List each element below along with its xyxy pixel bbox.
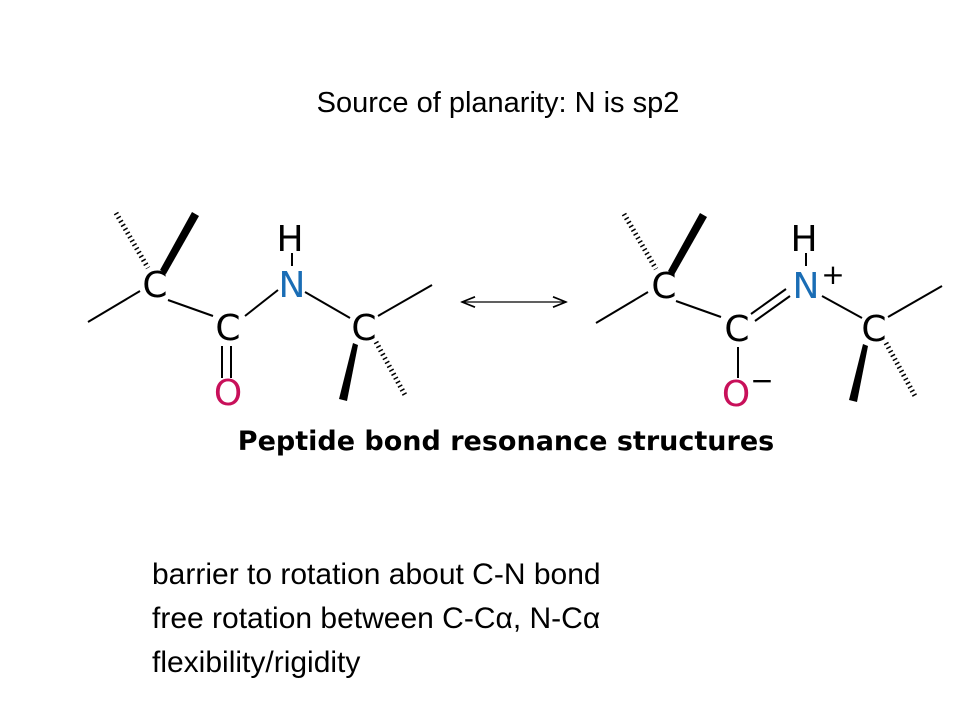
slide-title: Source of planarity: N is sp2 [316, 87, 680, 119]
hashed-wedge-bond [373, 340, 408, 397]
nitrogen-atom: N [279, 265, 306, 306]
bond [87, 290, 141, 323]
note-line: flexibility/rigidity [152, 646, 361, 679]
bond [595, 291, 649, 324]
note-line: free rotation between C-Cα, N-Cα [152, 602, 601, 635]
hydrogen-atom: H [276, 219, 303, 260]
double-bond [754, 295, 791, 322]
alpha-carbon-atom: C [651, 266, 676, 307]
alpha-carbon-atom: C [351, 308, 376, 349]
bond [244, 289, 279, 317]
bold-wedge-bond [160, 212, 199, 274]
positive-charge: + [821, 258, 844, 291]
hashed-wedge-bond [113, 211, 151, 270]
right-resonance-structure: H N + C C C O − [595, 212, 943, 415]
bold-wedge-bond [668, 213, 707, 275]
bold-wedge-bond [339, 343, 358, 401]
nitrogen-atom: N [793, 266, 820, 307]
carbonyl-carbon-atom: C [215, 308, 240, 349]
negative-charge: − [750, 364, 773, 397]
figure-caption: Peptide bond resonance structures [238, 426, 774, 457]
note-line: barrier to rotation about C-N bond [152, 558, 601, 591]
left-resonance-structure: H N C C C O [87, 211, 433, 414]
bond [675, 300, 722, 318]
hashed-wedge-bond [883, 341, 918, 398]
notes-list: barrier to rotation about C-N bond free … [152, 553, 601, 685]
bond [821, 295, 863, 319]
bond [304, 291, 351, 319]
bond [377, 284, 433, 317]
double-bond [750, 288, 787, 315]
alpha-carbon-atom: C [861, 309, 886, 350]
oxygen-atom: O [214, 373, 242, 414]
bond [167, 299, 214, 317]
alpha-carbon-atom: C [142, 265, 167, 306]
hashed-wedge-bond [621, 212, 659, 271]
carbonyl-carbon-atom: C [724, 309, 749, 350]
bold-wedge-bond [849, 344, 868, 402]
bond [887, 285, 943, 318]
oxygen-atom: O [722, 374, 750, 415]
hydrogen-atom: H [790, 219, 817, 260]
